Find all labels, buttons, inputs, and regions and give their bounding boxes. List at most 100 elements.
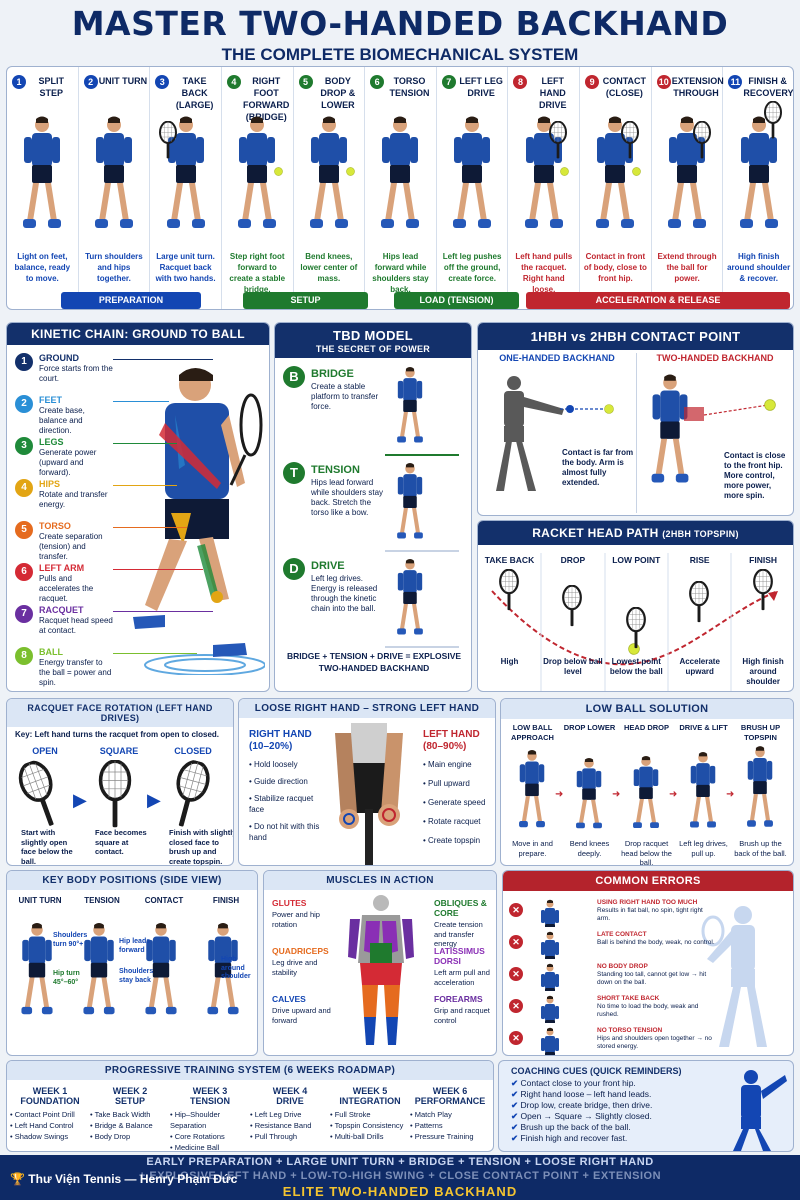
step-number: 1 <box>12 75 26 89</box>
right-hand-percent: (10–20%) <box>249 741 293 752</box>
kinetic-leader-line <box>113 485 177 486</box>
position-stage-name: FINISH <box>212 896 240 905</box>
one-handed-player-illustration <box>496 376 564 491</box>
check-icon: ✔ <box>511 1078 519 1088</box>
error-desc: No time to load the body, weak and rushe… <box>597 1003 699 1018</box>
step-name: EXTENSION THROUGH <box>671 76 724 98</box>
ball-icon <box>346 163 355 172</box>
muscle-desc: Create tension and transfer energy <box>434 920 483 948</box>
player-figure <box>307 115 351 245</box>
tbd-player-figure <box>395 366 425 454</box>
week-title: PERFORMANCE <box>414 1096 486 1106</box>
arrow-right-icon: ▶ <box>73 790 87 810</box>
low-ball-stage-name: LOW BALL APPROACH <box>511 723 554 742</box>
error-x-icon: ✕ <box>509 999 523 1013</box>
footer-banner <box>0 1155 800 1200</box>
week-item: • Medicine Ball <box>170 1143 220 1152</box>
muscle-name: CALVES <box>272 994 306 1004</box>
week-number: WEEK 3 <box>192 1086 228 1096</box>
error-desc: Standing too tall, cannot get low → hit … <box>597 971 707 986</box>
right-hand-item: • Do not hit with this hand <box>249 822 320 842</box>
muscle-name: LATISSIMUS DORSI <box>434 946 485 966</box>
week-number: WEEK 1 <box>32 1086 68 1096</box>
kinetic-item-desc: Racquet head speed at contact. <box>39 616 113 635</box>
week-title: DRIVE <box>276 1096 304 1106</box>
kinetic-item-desc: Rotate and transfer energy. <box>39 490 108 509</box>
muscle-desc: Left arm pull and acceleration <box>434 968 490 987</box>
phase-label: SETUP <box>243 292 368 309</box>
path-stage-name: RISE <box>689 555 710 565</box>
week-title: SETUP <box>114 1096 145 1106</box>
racket-icon <box>620 121 640 161</box>
tbd-item-desc: Left leg drives. Energy is released thro… <box>311 574 378 613</box>
kinetic-leader-line <box>113 443 177 444</box>
error-name: NO BODY DROP <box>597 963 648 970</box>
one-handed-contact-illustration <box>560 404 614 414</box>
step-desc: Contact in front of body, close to front… <box>583 252 647 283</box>
kinetic-item-desc: Pulls and accelerates the racquet. <box>39 574 94 603</box>
step-desc: Light on feet, balance, ready to move. <box>14 252 71 283</box>
footer-line-1: EARLY PREPARATION + LARGE UNIT TURN + BR… <box>146 1156 654 1168</box>
step-number: 5 <box>298 75 313 89</box>
muscle-desc: Leg drive and stability <box>272 958 318 977</box>
kinetic-leader-line <box>113 401 169 402</box>
low-ball-stage-desc: Move in and prepare. <box>512 839 553 858</box>
week-number: WEEK 6 <box>432 1086 468 1096</box>
position-note: Shoulders stay back <box>119 968 154 984</box>
coaching-cues-title: COACHING CUES (QUICK REMINDERS) <box>511 1066 682 1076</box>
step-number: 4 <box>226 75 241 89</box>
kinetic-chain-title: KINETIC CHAIN: GROUND TO BALL <box>7 323 269 345</box>
week-item: • Pressure Training <box>410 1132 474 1141</box>
week-item: • Core Rotations <box>170 1132 225 1141</box>
low-ball-player-figure <box>574 757 604 839</box>
step-number: 2 <box>83 75 98 89</box>
week-item: • Left Hand Control <box>10 1121 74 1130</box>
one-handed-desc: Contact is far from the body. Arm is alm… <box>562 448 634 487</box>
face-rotation-panel: RACQUET FACE ROTATION (LEFT HAND DRIVES)… <box>6 698 234 866</box>
kinetic-leader-line <box>113 653 197 654</box>
tbd-title: TBD MODEL <box>275 323 471 344</box>
check-icon: ✔ <box>511 1122 519 1132</box>
hands-title: LOOSE RIGHT HAND – STRONG LEFT HAND <box>239 699 495 718</box>
racket-icon <box>158 121 178 161</box>
week-title: TENSION <box>189 1096 230 1106</box>
kinetic-number: 7 <box>15 605 33 623</box>
coaching-cue: ✔ Drop low, create bridge, then drive. <box>511 1100 653 1110</box>
ball-icon <box>632 163 641 172</box>
step-name: TAKE BACK (LARGE) <box>175 76 214 110</box>
error-desc: Ball is behind the body, weak, no contro… <box>597 939 715 946</box>
kinetic-item-name: TORSO <box>39 521 71 531</box>
tbd-ground-line <box>385 646 459 648</box>
two-handed-player-illustration <box>651 374 704 483</box>
low-ball-stage-desc: Left leg drives, pull up. <box>679 839 728 858</box>
position-player-figure <box>19 916 55 1034</box>
low-ball-player-figure <box>688 751 718 839</box>
step-number: 7 <box>441 75 456 89</box>
kinetic-number: 5 <box>15 521 33 539</box>
muscle-name: QUADRICEPS <box>272 946 329 956</box>
error-player-figure <box>539 995 561 1023</box>
kinetic-leader-line <box>113 569 203 570</box>
footer-line-2: + EXPLOSIVE LEFT HAND + LOW-TO-HIGH SWIN… <box>138 1170 662 1182</box>
racket-icon <box>548 121 568 161</box>
face-stage-desc: Start with slightly open face below the … <box>21 828 73 866</box>
left-hand-percent: (80–90%) <box>423 741 467 752</box>
week-item: • Contact Point Drill <box>10 1110 75 1119</box>
coaching-cue: ✔ Open → Square → Slightly closed. <box>511 1111 652 1121</box>
week-number: WEEK 4 <box>272 1086 308 1096</box>
error-name: USING RIGHT HAND TOO MUCH <box>597 899 698 906</box>
player-figure <box>450 115 494 245</box>
low-ball-stage-name: DRIVE & LIFT <box>679 723 728 732</box>
position-note: High around shoulder <box>221 956 251 980</box>
muscle-name: FOREARMS <box>434 994 483 1004</box>
